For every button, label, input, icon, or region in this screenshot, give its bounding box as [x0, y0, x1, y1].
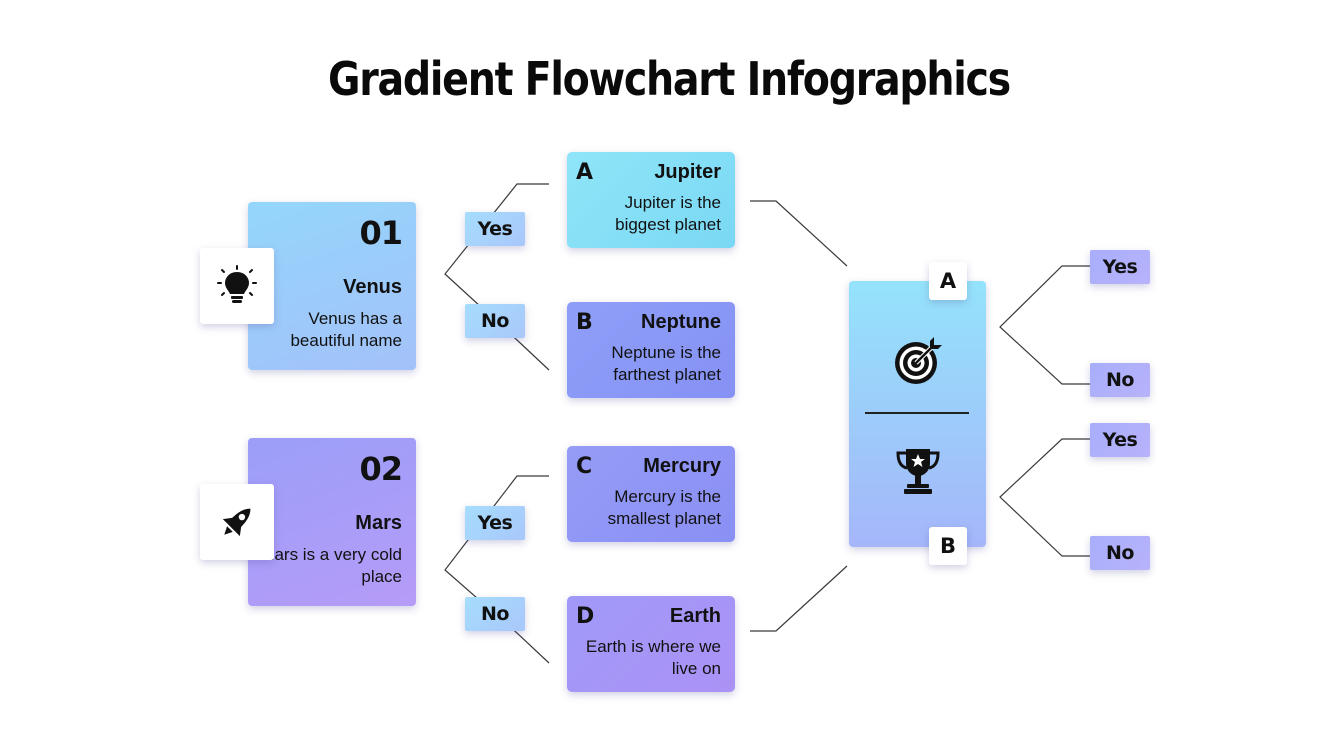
- option-neptune: B Neptune Neptune is the farthest planet: [567, 302, 735, 398]
- card-title: Mars: [355, 512, 402, 534]
- rocket-icon-box: [200, 484, 274, 560]
- card-number: 01: [359, 214, 403, 252]
- mars-card: 02 Mars Mars is a very cold place: [248, 438, 416, 606]
- option-title: Neptune: [641, 311, 721, 333]
- page-title: Gradient Flowchart Infographics: [328, 52, 1011, 106]
- result-divider: [865, 412, 969, 414]
- option-mercury: C Mercury Mercury is the smallest planet: [567, 446, 735, 542]
- card-description: Venus has a beautiful name: [290, 309, 402, 350]
- option-description: Neptune is the farthest planet: [611, 343, 721, 384]
- lightbulb-icon: [217, 265, 257, 303]
- option-earth: D Earth Earth is where we live on: [567, 596, 735, 692]
- venus-card: 01 Venus Venus has a beautiful name: [248, 202, 416, 370]
- outcome-no-label: No: [1090, 536, 1150, 570]
- target-icon: [890, 333, 946, 389]
- option-letter: B: [576, 310, 593, 335]
- result-panel: [849, 281, 986, 547]
- option-title: Earth: [669, 605, 721, 627]
- card-number: 02: [359, 450, 403, 488]
- no-label: No: [465, 304, 525, 338]
- option-description: Earth is where we live on: [585, 637, 721, 678]
- outcome-yes-label: Yes: [1090, 423, 1150, 457]
- option-jupiter: A Jupiter Jupiter is the biggest planet: [567, 152, 735, 248]
- option-title: Jupiter: [654, 161, 721, 183]
- option-letter: A: [576, 160, 594, 185]
- rocket-icon: [222, 508, 251, 537]
- option-letter: C: [576, 454, 593, 479]
- trophy-icon: [890, 443, 946, 499]
- option-description: Jupiter is the biggest planet: [615, 193, 721, 234]
- yes-label: Yes: [465, 506, 525, 540]
- card-title: Venus: [343, 276, 402, 298]
- outcome-no-label: No: [1090, 363, 1150, 397]
- result-tag-a: A: [929, 262, 967, 300]
- no-label: No: [465, 597, 525, 631]
- outcome-yes-label: Yes: [1090, 250, 1150, 284]
- option-title: Mercury: [643, 455, 721, 477]
- option-letter: D: [576, 604, 595, 629]
- card-description: Mars is a very cold place: [260, 545, 402, 586]
- yes-label: Yes: [465, 212, 525, 246]
- option-description: Mercury is the smallest planet: [607, 487, 721, 528]
- result-tag-b: B: [929, 527, 967, 565]
- lightbulb-icon-box: [200, 248, 274, 324]
